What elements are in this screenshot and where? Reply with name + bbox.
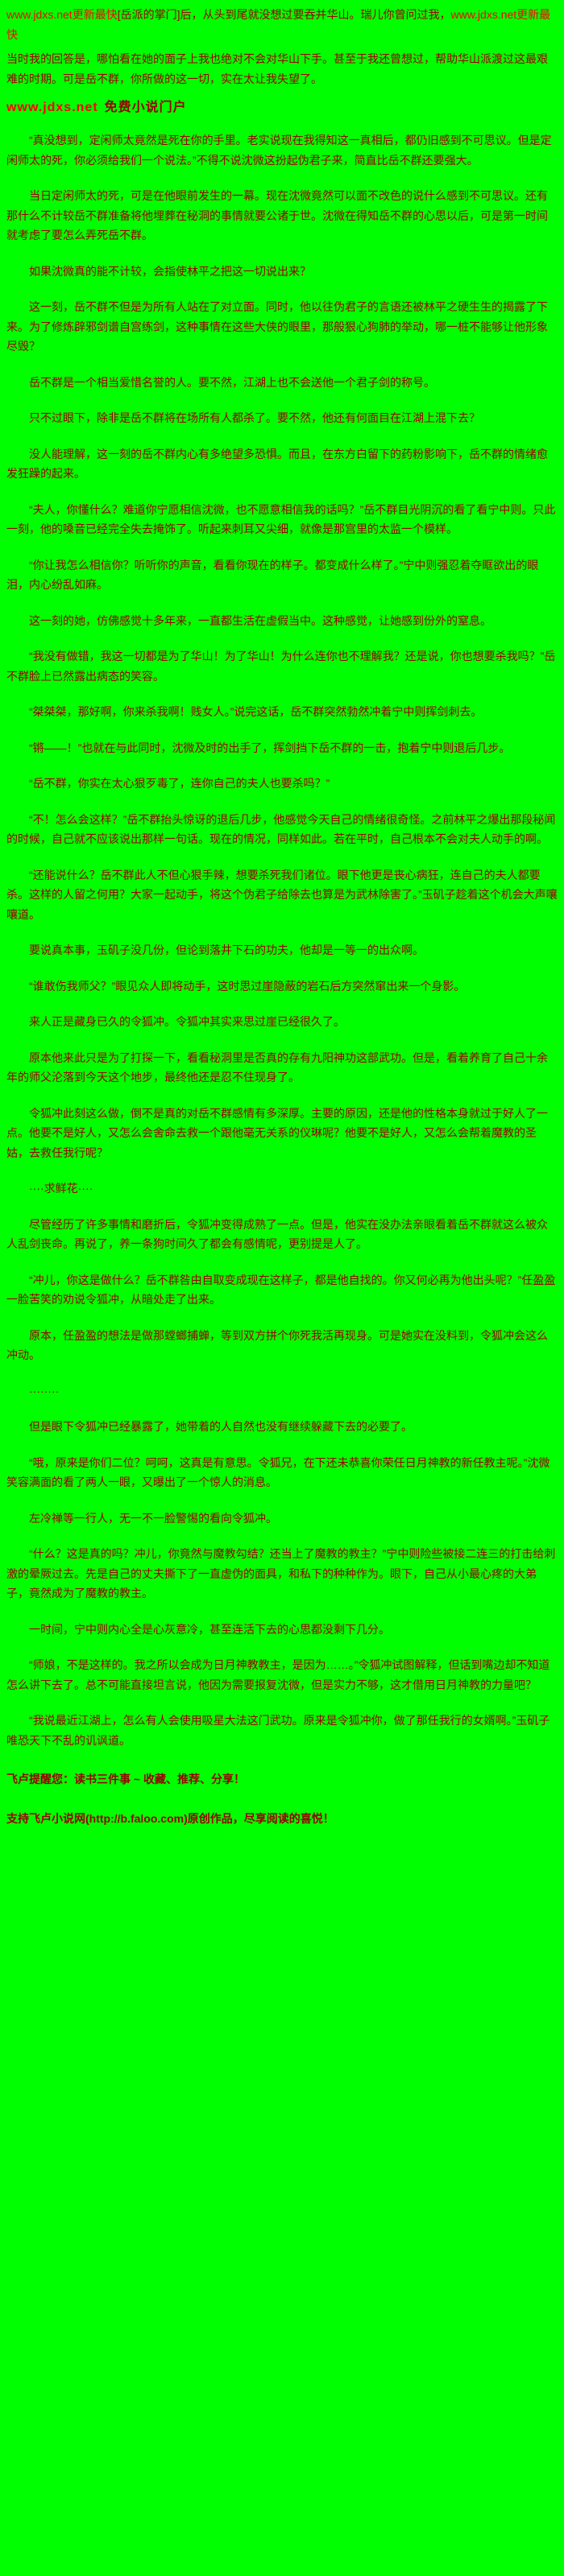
- novel-paragraph: 只不过眼下，除非是岳不群将在场所有人都杀了。要不然，他还有何面目在江湖上混下去？: [29, 411, 480, 424]
- novel-text-fragment: [岳派的掌门]后，从头到尾就没想过要吞并华山。瑞儿你曾问过我，: [117, 8, 451, 21]
- novel-paragraph: “不！怎么会这样？”岳不群抬头惊讶的退后几步，他感觉今天自己的情绪很奇怪。之前林…: [6, 812, 556, 846]
- novel-paragraph: 岳不群是一个相当爱惜名誉的人。要不然，江湖上也不会送他一个君子剑的称号。: [29, 375, 435, 389]
- faloo-support: 支持飞卢小说网(http://b.faloo.com)原创作品，尽享阅读的喜悦！: [6, 1811, 334, 1825]
- novel-paragraph: 左冷禅等一行人，无一不一脸警惕的看向令狐冲。: [29, 1511, 277, 1525]
- novel-paragraph: “夫人，你懂什么？难道你宁愿相信沈微，也不愿意相信我的话吗？”岳不群目光阴沉的看…: [6, 502, 556, 536]
- novel-paragraph: 没人能理解，这一刻的岳不群内心有多绝望多恐惧。而且，在东方白留下的药粉影响下，岳…: [6, 447, 548, 481]
- novel-paragraph: “哦，原来是你们二位？呵呵，这真是有意思。令狐兄，在下还未恭喜你荣任日月神教的新…: [6, 1455, 550, 1489]
- intro-paragraph: 当时我的回答是，哪怕看在她的面子上我也绝对不会对华山下手。甚至于我还曾想过，帮助…: [6, 52, 548, 85]
- novel-paragraph: 如果沈微真的能不计较，会指使林平之把这一切说出来？: [29, 264, 311, 278]
- top-watermark-line: www.jdxs.net更新最快[岳派的掌门]后，从头到尾就没想过要吞并华山。瑞…: [6, 5, 558, 44]
- novel-paragraph: “你让我怎么相信你？听听你的声音，看看你现在的样子。都变成什么样了。”宁中则强忍…: [6, 558, 539, 592]
- faloo-reminder: 飞卢提醒您：读书三件事 ~ 收藏、推荐、分享！: [6, 1773, 245, 1785]
- novel-paragraph: 这一刻的她，仿佛感觉十多年来，一直都生活在虚假当中。这种感觉，让她感到份外的窒息…: [29, 613, 491, 627]
- site-banner-label: 免费小说门户: [104, 101, 187, 114]
- page-container: www.jdxs.net更新最快[岳派的掌门]后，从头到尾就没想过要吞并华山。瑞…: [6, 5, 558, 1825]
- novel-paragraph: 这一刻，岳不群不但是为所有人站在了对立面。同时，他以往伪君子的言语还被林平之硬生…: [6, 300, 548, 353]
- novel-paragraph: “桀桀桀，那好啊，你来杀我啊！贱女人。”说完这话，岳不群突然勃然冲着宁中则挥剑刺…: [29, 705, 483, 718]
- site-url: www.jdxs.net: [6, 101, 98, 114]
- novel-paragraph: 原本，任盈盈的想法是做那螳螂捕蝉，等到双方拼个你死我活再现身。可是她实在没料到，…: [6, 1328, 548, 1362]
- novel-paragraph: ····求鲜花····: [29, 1182, 93, 1195]
- novel-paragraph: “锵——！”也就在与此同时，沈微及时的出手了，挥剑挡下岳不群的一击，抱着宁中则退…: [29, 741, 511, 754]
- novel-paragraph: “谁敢伤我师父？”眼见众人即将动手，这时思过崖隐蔽的岩石后方突然窜出来一个身影。: [29, 979, 466, 993]
- novel-paragraph: “我没有做错，我这一切都是为了华山！为了华山！为什么连你也不理解我？还是说，你也…: [6, 650, 556, 683]
- novel-paragraph: “岳不群，你实在太心狠歹毒了，连你自己的夫人也要杀吗？”: [29, 777, 330, 790]
- novel-paragraphs: “真没想到，定闲师太竟然是死在你的手里。老实说现在我得知这一真相后，都仍旧感到不…: [6, 130, 558, 1750]
- novel-paragraph: “什么？这是真的吗？冲儿，你竟然与魔教勾结？还当上了魔教的教主？”宁中则险些被接…: [6, 1547, 556, 1600]
- novel-paragraph: 要说真本事，玉矶子没几份，但论到落井下石的功夫，他却是一等一的出众啊。: [29, 943, 424, 956]
- novel-paragraph: 来人正是藏身已久的令狐冲。令狐冲其实来思过崖已经很久了。: [29, 1015, 345, 1028]
- novel-paragraph: 尽管经历了许多事情和磨折后，令狐冲变得成熟了一点。但是，他实在没办法亲眼看着岳不…: [6, 1217, 548, 1251]
- site-banner: www.jdxs.net 免费小说门户: [6, 97, 558, 119]
- site-watermark: www.jdxs.net更新最快: [6, 8, 551, 41]
- novel-paragraph: ········: [29, 1384, 60, 1397]
- novel-paragraph: 原本他来此只是为了打探一下，看看秘洞里是否真的存有九阳神功这部武功。但是，看着养…: [6, 1051, 548, 1084]
- novel-paragraph: 一时间，宁中则内心全是心灰意冷，甚至连活下去的心思都没剩下几分。: [29, 1622, 390, 1636]
- novel-paragraph: “冲儿，你这是做什么？岳不群咎由自取变成现在这样子，都是他自找的。你又何必再为他…: [6, 1273, 556, 1307]
- novel-paragraph: “师娘，不是这样的。我之所以会成为日月神教教主，是因为……。”令狐冲试图解释，但…: [6, 1658, 550, 1691]
- site-watermark: www.jdxs.net更新最快: [6, 8, 118, 21]
- novel-paragraph: “真没想到，定闲师太竟然是死在你的手里。老实说现在我得知这一真相后，都仍旧感到不…: [6, 134, 552, 167]
- novel-paragraph: 令狐冲此刻这么做，倒不是真的对岳不群感情有多深厚。主要的原因，还是他的性格本身就…: [6, 1106, 548, 1159]
- novel-paragraph: “我说最近江湖上，怎么有人会使用吸星大法这门武功。原来是令狐冲你，做了那任我行的…: [6, 1714, 550, 1747]
- novel-paragraph: 但是眼下令狐冲已经暴露了，她带着的人自然也没有继续躲藏下去的必要了。: [29, 1420, 413, 1433]
- novel-paragraph: “还能说什么？岳不群此人不但心狠手辣，想要杀死我们诸位。眼下他更是丧心病狂，连自…: [6, 868, 558, 921]
- novel-paragraph: 当日定闲师太的死，可是在他眼前发生的一幕。现在沈微竟然可以面不改色的说什么感到不…: [6, 189, 548, 242]
